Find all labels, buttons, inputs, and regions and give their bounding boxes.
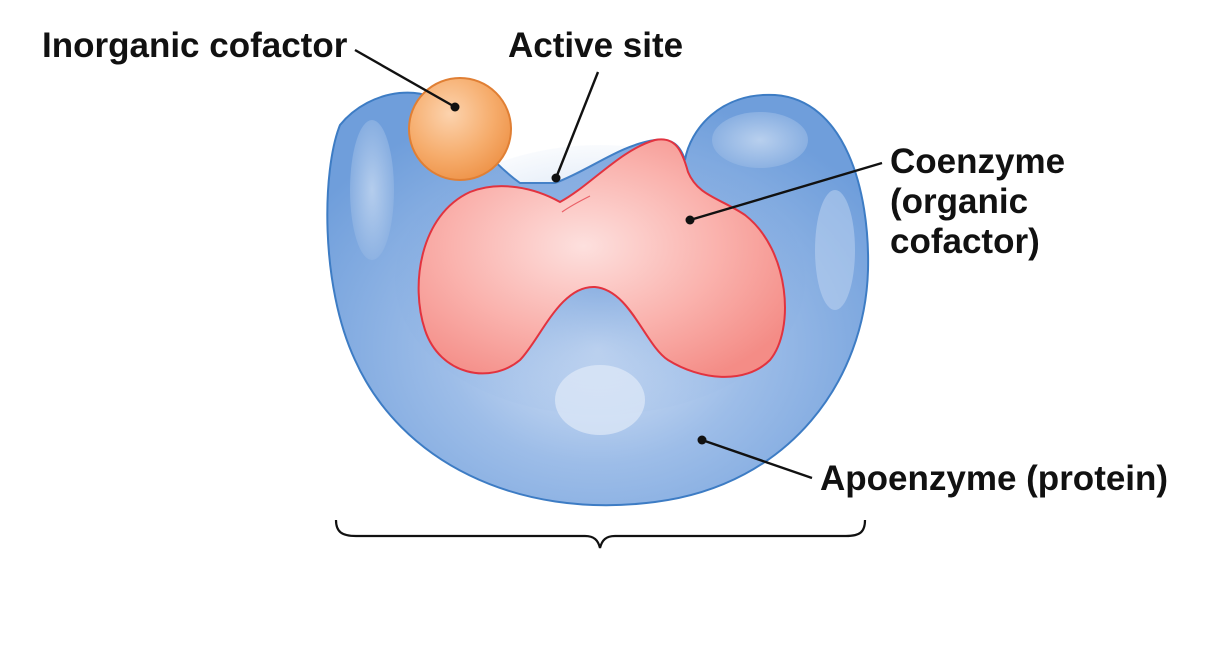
coenzyme-label-line1: Coenzyme [890, 142, 1065, 181]
coenzyme-crease [561, 195, 591, 213]
inorganic-cofactor-leader [354, 48, 456, 109]
active-site-label: Active site [508, 26, 683, 65]
coenzyme-label-line3: cofactor) [890, 222, 1040, 261]
inorganic-cofactor-label: Inorganic cofactor [42, 26, 348, 65]
coenzyme-label-line2: (organic [890, 182, 1028, 221]
apoenzyme-leader [701, 438, 813, 480]
holoenzyme-brace [334, 519, 867, 549]
apoenzyme-shape [326, 91, 870, 507]
inorganic-cofactor-shape [408, 77, 512, 181]
inorganic-cofactor-dot [450, 102, 460, 112]
apoenzyme-dot [697, 435, 707, 445]
coenzyme-dot [685, 215, 695, 225]
coenzyme-shape [417, 138, 786, 378]
active-site-leader [554, 71, 600, 179]
active-site-dot [551, 173, 561, 183]
apoenzyme-label: Apoenzyme (protein) [820, 459, 1168, 498]
coenzyme-leader [689, 161, 883, 222]
